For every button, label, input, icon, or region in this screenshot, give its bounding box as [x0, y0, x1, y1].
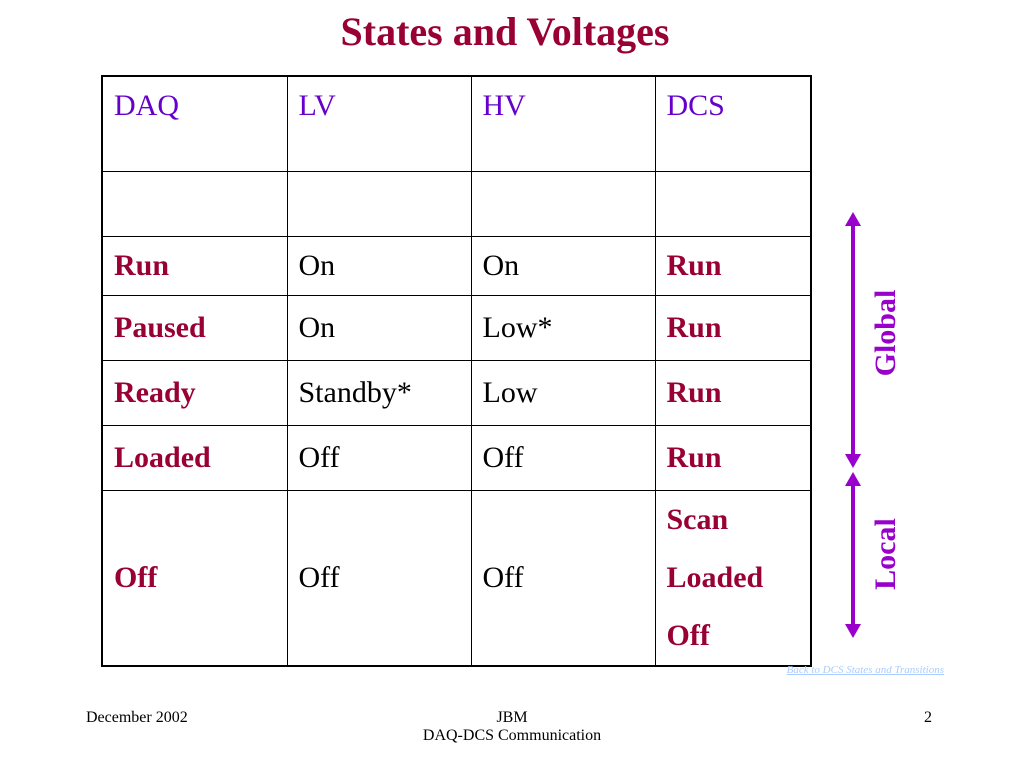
- states-table: DAQ LV HV DCS Run On On Run Paused On Lo…: [101, 75, 812, 667]
- dcs-state-scan: Scan: [666, 503, 729, 536]
- dcs-state-cell: Run: [654, 360, 812, 426]
- table-header-row: DAQ LV HV DCS: [101, 75, 812, 172]
- table-row: Paused On Low* Run: [101, 295, 812, 361]
- header-dcs: DCS: [654, 75, 812, 172]
- table-row: Ready Standby* Low Run: [101, 360, 812, 426]
- footer-author: JBM: [496, 709, 528, 726]
- lv-cell: Off: [286, 490, 472, 667]
- header-lv: LV: [286, 75, 472, 172]
- empty-cell: [470, 171, 656, 237]
- local-label: Local: [869, 518, 902, 590]
- dcs-state-cell: Scan Loaded Off: [654, 490, 812, 667]
- hv-cell: On: [470, 236, 656, 296]
- global-range-arrow: [845, 212, 861, 468]
- dcs-state-cell: Run: [654, 236, 812, 296]
- daq-state-cell: Ready: [101, 360, 288, 426]
- daq-state-cell: Off: [101, 490, 288, 667]
- table-row: Loaded Off Off Run: [101, 425, 812, 491]
- daq-state-cell: Paused: [101, 295, 288, 361]
- dcs-state-loaded: Loaded: [666, 561, 764, 594]
- empty-cell: [101, 171, 288, 237]
- local-range-arrow: [845, 472, 861, 638]
- dcs-state-cell: Run: [654, 425, 812, 491]
- page-number: 2: [924, 709, 932, 726]
- table-row-empty: [101, 171, 812, 237]
- header-daq: DAQ: [101, 75, 288, 172]
- empty-cell: [654, 171, 812, 237]
- table-row: Off Off Off Scan Loaded Off: [101, 490, 812, 667]
- lv-cell: Standby*: [286, 360, 472, 426]
- daq-state-cell: Loaded: [101, 425, 288, 491]
- back-to-dcs-states-link[interactable]: Back to DCS States and Transitions: [786, 664, 944, 676]
- hv-cell: Off: [470, 425, 656, 491]
- slide-title: States and Voltages: [340, 9, 670, 54]
- daq-state-cell: Run: [101, 236, 288, 296]
- hv-cell: Off: [470, 490, 656, 667]
- footer-center: JBM DAQ-DCS Communication: [312, 709, 712, 745]
- hv-cell: Low: [470, 360, 656, 426]
- footer-date: December 2002: [86, 709, 188, 726]
- header-hv: HV: [470, 75, 656, 172]
- footer-subtitle: DAQ-DCS Communication: [422, 727, 602, 744]
- hv-cell: Low*: [470, 295, 656, 361]
- dcs-state-off: Off: [666, 619, 710, 652]
- lv-cell: Off: [286, 425, 472, 491]
- global-label: Global: [869, 289, 902, 377]
- lv-cell: On: [286, 236, 472, 296]
- empty-cell: [286, 171, 472, 237]
- dcs-state-cell: Run: [654, 295, 812, 361]
- table-row: Run On On Run: [101, 236, 812, 296]
- lv-cell: On: [286, 295, 472, 361]
